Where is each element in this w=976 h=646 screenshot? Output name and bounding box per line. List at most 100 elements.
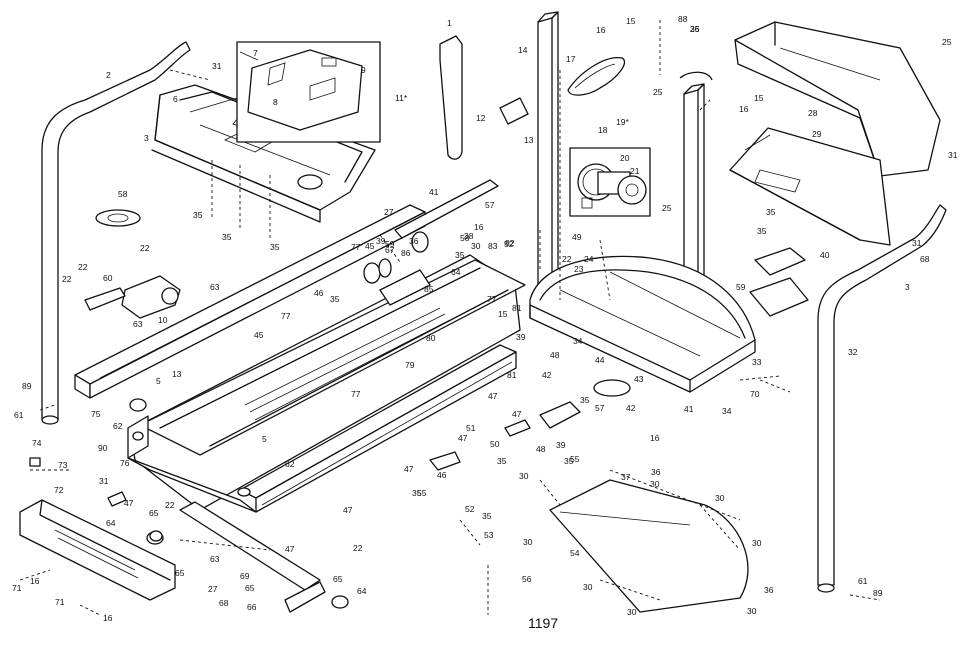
label-22: 22 <box>140 243 150 253</box>
part-labels: 1 2 3 3 5 5 6 7 8 9 10 11* 12 13 13 14 1… <box>12 14 958 623</box>
label-22f: 22 <box>353 543 363 553</box>
label-52b: 52 <box>465 504 475 514</box>
label-14: 14 <box>518 45 528 55</box>
drawing-code: 1197 <box>528 615 558 631</box>
label-30i: 30 <box>747 606 757 616</box>
label-32: 32 <box>848 347 858 357</box>
label-15b: 15 <box>754 93 764 103</box>
label-35c: 35 <box>270 242 280 252</box>
right-side-rail <box>239 344 517 513</box>
label-65d: 65 <box>333 574 343 584</box>
label-63: 63 <box>210 282 220 292</box>
label-16c: 16 <box>474 222 484 232</box>
label-39b: 39 <box>516 332 526 342</box>
label-49: 49 <box>572 232 582 242</box>
label-7: 7 <box>253 48 258 58</box>
label-83: 83 <box>488 241 498 251</box>
label-61: 61 <box>14 410 24 420</box>
label-25: 25 <box>662 203 672 213</box>
label-16e: 16 <box>30 576 40 586</box>
label-74: 74 <box>32 438 42 448</box>
label-30h: 30 <box>627 607 637 617</box>
left-handrail <box>41 41 191 425</box>
console-housing <box>151 84 376 223</box>
label-30g: 30 <box>583 582 593 592</box>
label-48b: 48 <box>550 350 560 360</box>
label-67: 67 <box>385 245 395 255</box>
label-10: 10 <box>158 315 168 325</box>
label-6: 6 <box>173 94 178 104</box>
label-19: 19* <box>616 117 629 127</box>
label-13: 13 <box>524 135 534 145</box>
label-5b: 5 <box>262 434 267 444</box>
label-45b: 45 <box>254 330 264 340</box>
base-frame <box>529 255 756 393</box>
label-31d: 31 <box>99 476 109 486</box>
label-34: 34 <box>573 336 583 346</box>
label-69: 69 <box>240 571 250 581</box>
label-31c: 31 <box>912 238 922 248</box>
label-77c: 77 <box>351 389 361 399</box>
label-33: 33 <box>752 357 762 367</box>
label-46: 46 <box>437 470 447 480</box>
label-45: 45 <box>365 241 375 251</box>
label-35g: 35 <box>497 456 507 466</box>
label-36b: 36 <box>651 467 661 477</box>
label-3b: 3 <box>905 282 910 292</box>
label-28: 28 <box>808 108 818 118</box>
label-47c: 47 <box>404 464 414 474</box>
label-2: 2 <box>106 70 111 80</box>
label-66: 66 <box>247 602 257 612</box>
label-35: 35 <box>193 210 203 220</box>
label-71: 71 <box>12 583 22 593</box>
label-57b: 57 <box>595 403 605 413</box>
label-41b: 41 <box>684 404 694 414</box>
label-77: 77 <box>351 242 361 252</box>
label-68b: 68 <box>920 254 930 264</box>
label-81: 81 <box>512 303 522 313</box>
label-77b: 77 <box>281 311 291 321</box>
label-43: 43 <box>634 374 644 384</box>
label-35i: 35 <box>482 511 492 521</box>
label-21: 21 <box>630 166 640 176</box>
label-60: 60 <box>103 273 113 283</box>
motor-inset <box>569 147 651 217</box>
label-50: 50 <box>490 439 500 449</box>
label-55b: 55 <box>570 454 580 464</box>
label-30f: 30 <box>523 537 533 547</box>
label-81b: 81 <box>507 370 517 380</box>
console-overlay-inset <box>236 41 381 143</box>
label-38: 38 <box>464 231 474 241</box>
label-47g: 47 <box>488 391 498 401</box>
label-79: 79 <box>405 360 415 370</box>
label-30: 30 <box>471 241 481 251</box>
front-roller-assembly <box>127 415 257 513</box>
label-46b: 46 <box>314 288 324 298</box>
label-23: 23 <box>574 264 584 274</box>
label-30b: 30 <box>519 471 529 481</box>
motor-hood <box>734 21 941 177</box>
label-89: 89 <box>22 381 32 391</box>
label-17: 17 <box>566 54 576 64</box>
label-62: 62 <box>113 421 123 431</box>
label-47: 47 <box>512 409 522 419</box>
label-25b: 25 <box>653 87 663 97</box>
label-59: 59 <box>736 282 746 292</box>
label-8: 8 <box>273 97 278 107</box>
label-3: 3 <box>144 133 149 143</box>
label-35h: 35 <box>412 488 422 498</box>
label-65b: 65 <box>175 568 185 578</box>
base-plate <box>549 479 749 613</box>
label-31b: 31 <box>948 150 958 160</box>
label-30e: 30 <box>752 538 762 548</box>
drive-belt <box>567 57 626 96</box>
label-15: 15 <box>626 16 636 26</box>
label-36c: 36 <box>764 585 774 595</box>
label-77d: 77 <box>487 294 497 304</box>
label-16d: 16 <box>650 433 660 443</box>
label-65c: 65 <box>245 583 255 593</box>
label-71b: 71 <box>55 597 65 607</box>
rear-end-cap <box>19 499 176 601</box>
label-55: 55 <box>417 488 427 498</box>
